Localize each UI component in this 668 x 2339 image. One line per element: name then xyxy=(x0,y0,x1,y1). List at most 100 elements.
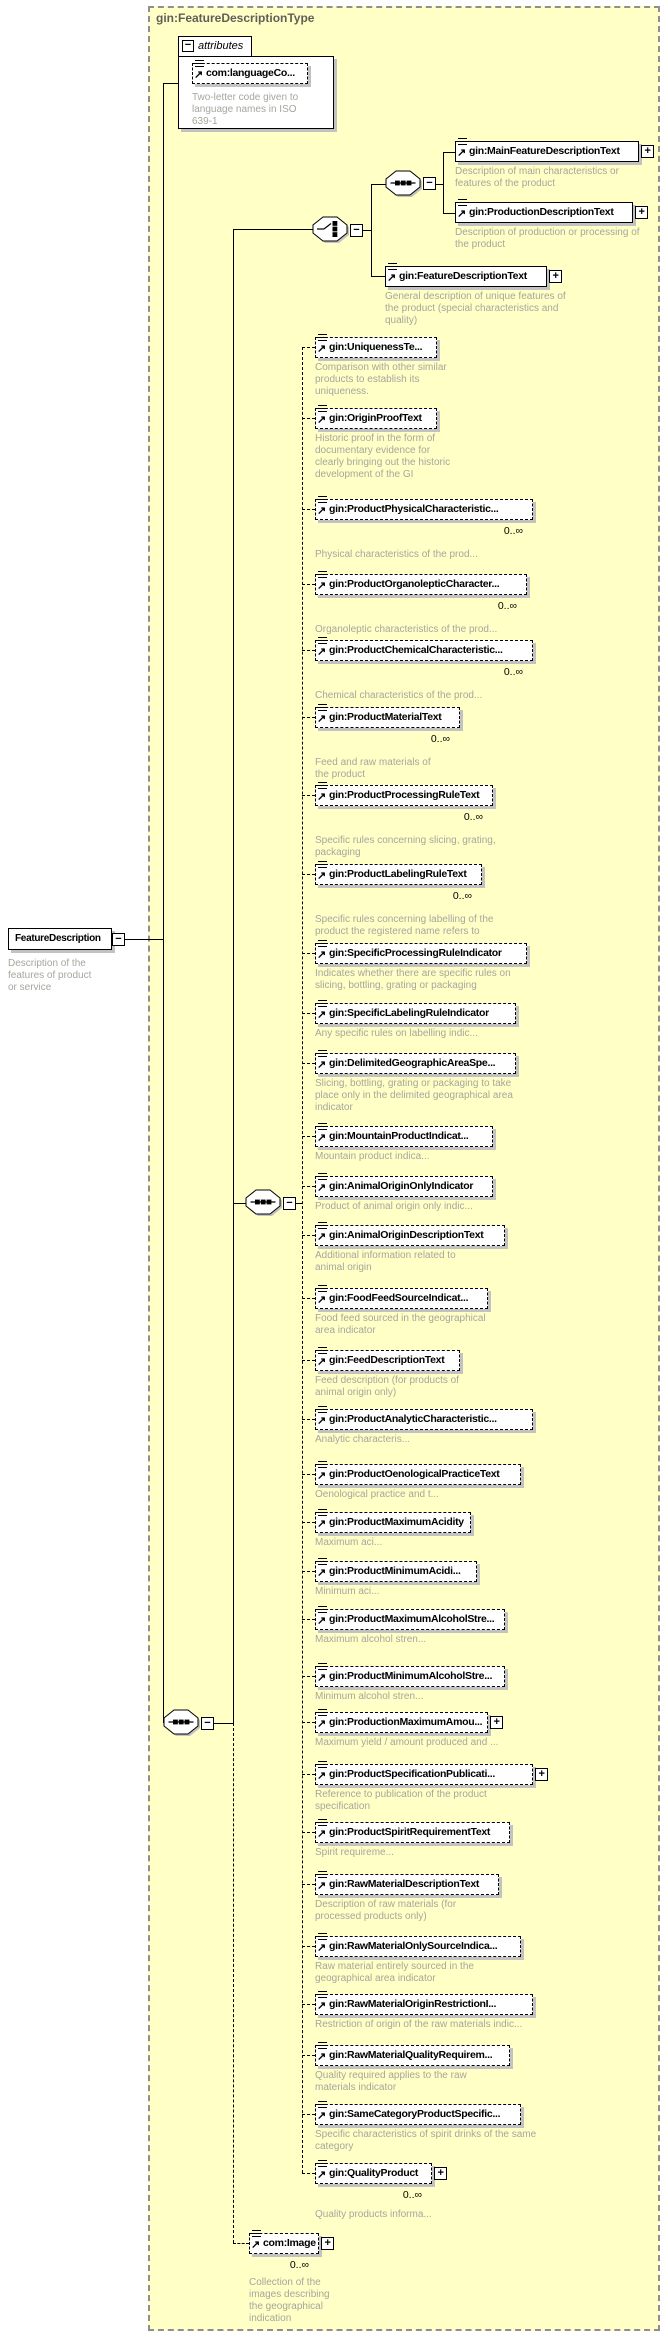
element-node-gin-MountainProductIndicat[interactable]: gin:MountainProductIndicat... xyxy=(315,1123,493,1147)
element-description: Food feed sourced in the geographical ar… xyxy=(315,1313,486,1336)
element-reference-icon xyxy=(317,946,326,965)
element-node-gin-ProductionDescriptionText[interactable]: gin:ProductionDescriptionText xyxy=(455,199,648,223)
connector-line xyxy=(443,152,455,153)
connector-line xyxy=(302,2173,315,2174)
element-label: gin:ProductOenologicalPracticeText xyxy=(329,1468,500,1480)
element-reference-icon xyxy=(317,1006,326,1025)
element-node-gin-RawMaterialOnlySourceIndica[interactable]: gin:RawMaterialOnlySourceIndica... xyxy=(315,1933,521,1957)
element-node-gin-ProductMaximumAlcoholStre[interactable]: gin:ProductMaximumAlcoholStre... xyxy=(315,1606,505,1630)
collapse-icon[interactable] xyxy=(182,40,194,52)
annotation-icon xyxy=(318,1461,327,1468)
element-label: gin:ProductSpiritRequirementText xyxy=(329,1826,491,1838)
expand-icon[interactable] xyxy=(635,206,648,219)
element-node-gin-UniquenessText[interactable]: gin:UniquenessTe... xyxy=(315,334,437,358)
element-node-gin-ProductOrganolepticCharacter[interactable]: gin:ProductOrganolepticCharacter... xyxy=(315,571,527,595)
element-description: Indicates whether there are specific rul… xyxy=(315,968,511,991)
element-description: Maximum alcohol stren... xyxy=(315,1634,427,1645)
element-label: gin:ProductMinimumAlcoholStre... xyxy=(329,1670,493,1682)
element-node-gin-SpecificLabelingRuleIndicator[interactable]: gin:SpecificLabelingRuleIndicator xyxy=(315,1000,516,1025)
element-node-gin-ProductSpiritRequirementText[interactable]: gin:ProductSpiritRequirementText xyxy=(315,1819,510,1843)
element-label: gin:ProductionDescriptionText xyxy=(469,206,614,218)
annotation-icon xyxy=(195,60,204,67)
element-node-gin-FeedDescriptionText[interactable]: gin:FeedDescriptionText xyxy=(315,1347,460,1371)
connector-line xyxy=(436,184,443,185)
collapse-icon[interactable] xyxy=(112,933,125,946)
element-node-gin-OriginProofText[interactable]: gin:OriginProofText xyxy=(315,405,437,429)
element-node-gin-ProductPhysicalCharacteristic[interactable]: gin:ProductPhysicalCharacteristic... xyxy=(315,496,533,520)
attributes-tab[interactable]: attributes xyxy=(178,36,252,57)
connector-line xyxy=(302,650,315,651)
connector-line xyxy=(233,1203,246,1204)
annotation-icon xyxy=(318,334,327,341)
element-node-gin-RawMaterialDescriptionText[interactable]: gin:RawMaterialDescriptionText xyxy=(315,1871,499,1895)
element-node-com-languageCode[interactable]: com:languageCo... xyxy=(192,60,308,84)
annotation-icon xyxy=(318,2160,327,2167)
complex-type-label: gin:FeatureDescriptionType xyxy=(156,11,315,25)
element-label: gin:MainFeatureDescriptionText xyxy=(469,145,620,157)
annotation-icon xyxy=(318,1347,327,1354)
annotation-icon xyxy=(252,2230,261,2237)
element-label: gin:ProductSpecificationPublicati... xyxy=(329,1768,495,1780)
connector-line xyxy=(302,2004,315,2005)
element-node-gin-ProductAnalyticCharacteristic[interactable]: gin:ProductAnalyticCharacteristic... xyxy=(315,1406,533,1430)
element-reference-icon xyxy=(317,788,326,807)
element-reference-icon xyxy=(317,1997,326,2016)
element-node-gin-QualityProduct[interactable]: gin:QualityProduct xyxy=(315,2160,447,2184)
element-description: Quality required applies to the raw mate… xyxy=(315,2070,467,2093)
element-description: Mountain product indica... xyxy=(315,1151,430,1162)
element-node-gin-AnimalOriginDescriptionText[interactable]: gin:AnimalOriginDescriptionText xyxy=(315,1222,505,1246)
element-description: Chemical characteristics of the prod... xyxy=(315,690,483,701)
expand-icon[interactable] xyxy=(641,145,654,158)
element-label: gin:QualityProduct xyxy=(329,2167,419,2179)
element-node-gin-ProductMaximumAcidity[interactable]: gin:ProductMaximumAcidity xyxy=(315,1509,471,1533)
element-node-gin-ProductMinimumAcidi[interactable]: gin:ProductMinimumAcidi... xyxy=(315,1558,477,1582)
element-node-gin-RawMaterialOriginRestrictionI[interactable]: gin:RawMaterialOriginRestrictionI... xyxy=(315,1991,533,2016)
element-node-gin-SpecificProcessingRuleIndicator[interactable]: gin:SpecificProcessingRuleIndicator xyxy=(315,940,527,965)
element-label: gin:ProductionMaximumAmou... xyxy=(329,1716,483,1728)
element-node-gin-ProductMaterialText[interactable]: gin:ProductMaterialText xyxy=(315,704,460,728)
element-node-gin-DelimitedGeographicAreaSpe[interactable]: gin:DelimitedGeographicAreaSpe... xyxy=(315,1050,516,1074)
element-node-gin-ProductLabelingRuleText[interactable]: gin:ProductLabelingRuleText xyxy=(315,861,482,885)
connector-line xyxy=(233,2243,249,2244)
expand-icon[interactable] xyxy=(321,2237,334,2250)
element-label: gin:RawMaterialOriginRestrictionI... xyxy=(329,1998,497,2010)
element-node-gin-ProductProcessingRuleText[interactable]: gin:ProductProcessingRuleText xyxy=(315,782,493,807)
collapse-icon[interactable] xyxy=(283,1197,296,1210)
element-description: Description of raw materials (for proces… xyxy=(315,1899,457,1922)
element-node-FeatureDescription[interactable]: FeatureDescription xyxy=(8,928,112,950)
multiplicity-label: 0..∞ xyxy=(430,733,450,745)
expand-icon[interactable] xyxy=(434,2167,447,2180)
connector-line xyxy=(233,1723,234,2243)
collapse-icon[interactable] xyxy=(423,177,436,190)
element-description: Specific rules concerning slicing, grati… xyxy=(315,835,496,858)
expand-icon[interactable] xyxy=(549,270,562,283)
element-node-gin-FoodFeedSourceIndicat[interactable]: gin:FoodFeedSourceIndicat... xyxy=(315,1285,488,1309)
element-node-gin-ProductMinimumAlcoholStre[interactable]: gin:ProductMinimumAlcoholStre... xyxy=(315,1663,505,1687)
annotation-icon xyxy=(318,1123,327,1130)
connector-line xyxy=(302,1722,315,1723)
element-node-gin-SameCategoryProductSpecific[interactable]: gin:SameCategoryProductSpecific... xyxy=(315,2101,521,2125)
expand-icon[interactable] xyxy=(535,1768,548,1781)
element-node-com-Image[interactable]: com:Image xyxy=(249,2230,334,2254)
element-node-gin-ProductionMaximumAmou[interactable]: gin:ProductionMaximumAmou... xyxy=(315,1709,503,1733)
connector-line xyxy=(371,184,386,185)
element-description: Product of animal origin only indic... xyxy=(315,1201,473,1212)
element-node-gin-RawMaterialQualityRequirem[interactable]: gin:RawMaterialQualityRequirem... xyxy=(315,2042,510,2066)
element-description: Description of the features of product o… xyxy=(8,958,92,993)
expand-icon[interactable] xyxy=(490,1716,503,1729)
element-node-gin-FeatureDescriptionText[interactable]: gin:FeatureDescriptionText xyxy=(385,263,562,287)
element-node-gin-MainFeatureDescriptionText[interactable]: gin:MainFeatureDescriptionText xyxy=(455,138,654,162)
connector-line xyxy=(302,1063,315,1064)
element-description: Collection of the images describing the … xyxy=(249,2277,330,2324)
element-label: gin:FeedDescriptionText xyxy=(329,1354,445,1366)
element-node-gin-ProductOenologicalPracticeText[interactable]: gin:ProductOenologicalPracticeText xyxy=(315,1461,521,1485)
collapse-icon[interactable] xyxy=(201,1717,214,1730)
element-label: gin:MountainProductIndicat... xyxy=(329,1130,469,1142)
element-description: Reference to publication of the product … xyxy=(315,1789,487,1812)
element-node-gin-ProductSpecificationPublicati[interactable]: gin:ProductSpecificationPublicati... xyxy=(315,1761,548,1785)
collapse-icon[interactable] xyxy=(350,224,363,237)
element-node-gin-ProductChemicalCharacteristic[interactable]: gin:ProductChemicalCharacteristic... xyxy=(315,637,533,661)
element-node-gin-AnimalOriginOnlyIndicator[interactable]: gin:AnimalOriginOnlyIndicator xyxy=(315,1173,493,1197)
connector-line xyxy=(302,1522,315,1523)
